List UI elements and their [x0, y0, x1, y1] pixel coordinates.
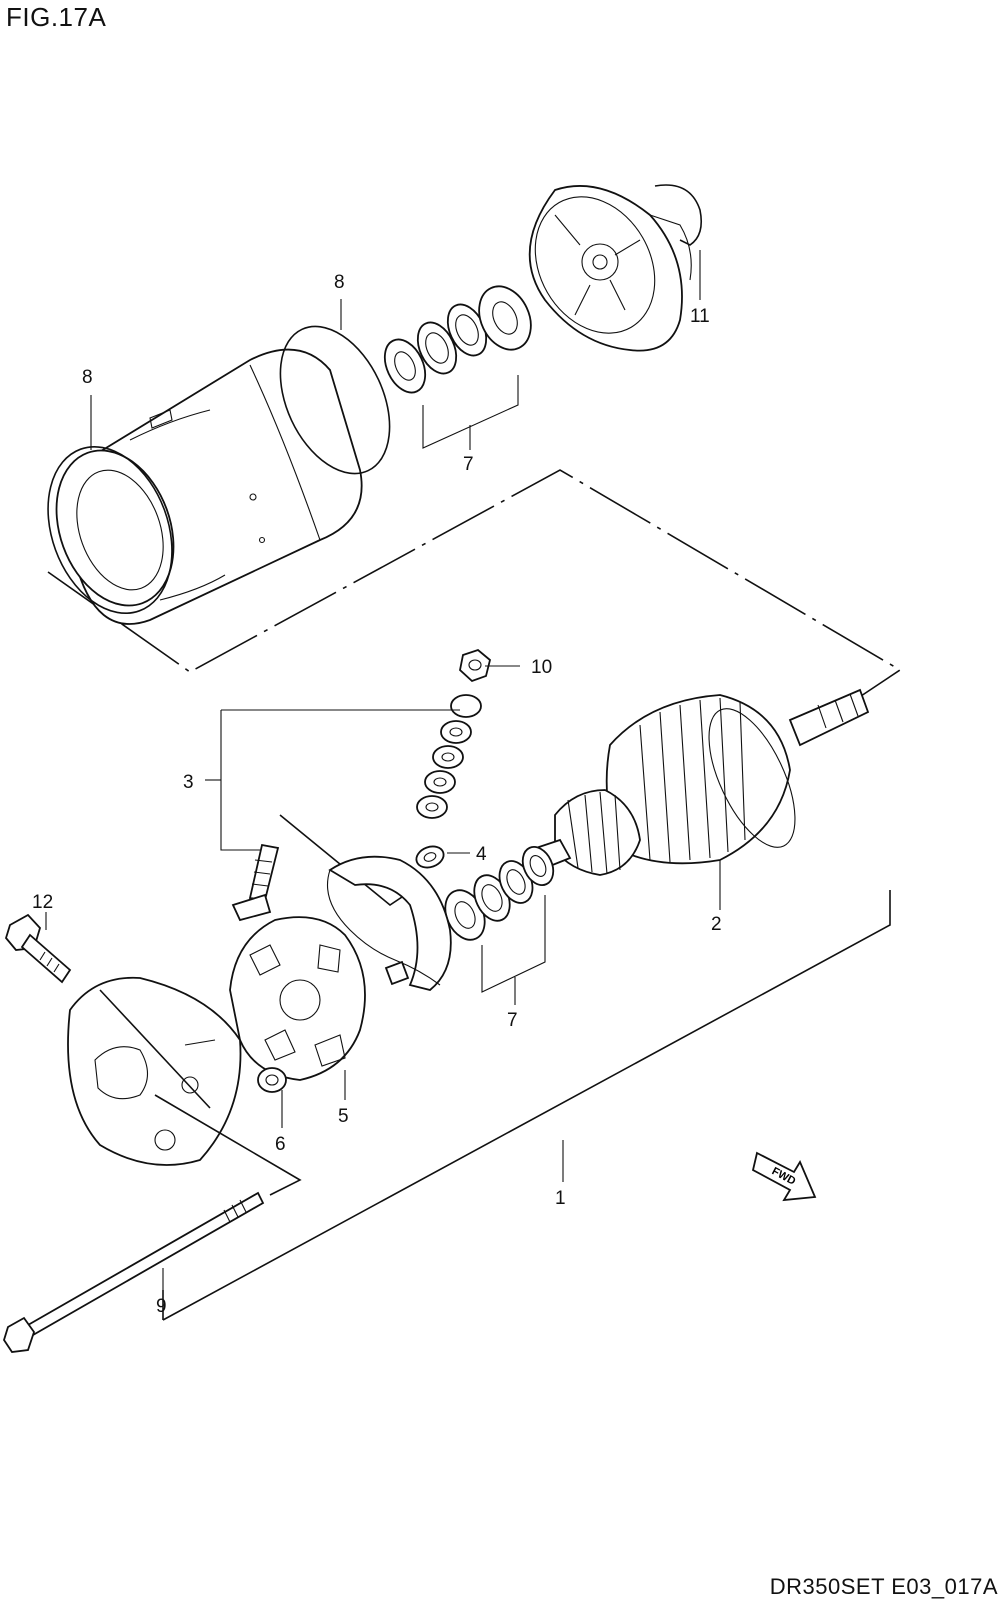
callout-4: 4	[476, 844, 487, 865]
callout-11: 11	[690, 306, 710, 327]
callout-10: 10	[531, 657, 552, 678]
callout-leaders	[45, 250, 721, 1290]
callout-3: 3	[183, 772, 194, 793]
terminal-set-3	[231, 694, 482, 922]
washer-4	[415, 845, 445, 869]
callout-12: 12	[32, 892, 53, 913]
bushing-6	[257, 1067, 287, 1093]
upper-assembly-frame	[47, 469, 902, 701]
washer-set-7-bottom	[444, 846, 555, 941]
callout-7-top: 7	[463, 454, 474, 475]
o-ring-8-top	[279, 325, 391, 475]
end-cover-housing	[528, 185, 692, 352]
yoke-housing	[55, 348, 363, 625]
callout-9: 9	[156, 1296, 167, 1317]
figure-title: FIG.17A	[6, 2, 107, 32]
lower-assembly-frame	[162, 890, 891, 1321]
callout-5: 5	[338, 1106, 349, 1127]
armature	[528, 688, 870, 876]
fwd-arrow-icon: FWD	[751, 1151, 817, 1202]
callout-7-bottom: 7	[507, 1010, 518, 1031]
long-bolt-9	[3, 1191, 265, 1353]
o-ring-11	[654, 184, 703, 246]
front-end-cover	[67, 976, 302, 1196]
callout-6: 6	[275, 1134, 286, 1155]
nut-10	[459, 648, 492, 683]
bolt-12	[4, 913, 72, 984]
brush-holder-5	[229, 855, 452, 1081]
diagram-code: DR350SET E03_017A	[769, 1574, 998, 1599]
callout-8-left: 8	[82, 367, 93, 388]
o-ring-8-left	[47, 445, 173, 615]
callout-8-top: 8	[334, 272, 345, 293]
callout-1: 1	[555, 1188, 566, 1209]
callout-2: 2	[711, 914, 722, 935]
washer-set-7-top	[383, 285, 532, 394]
